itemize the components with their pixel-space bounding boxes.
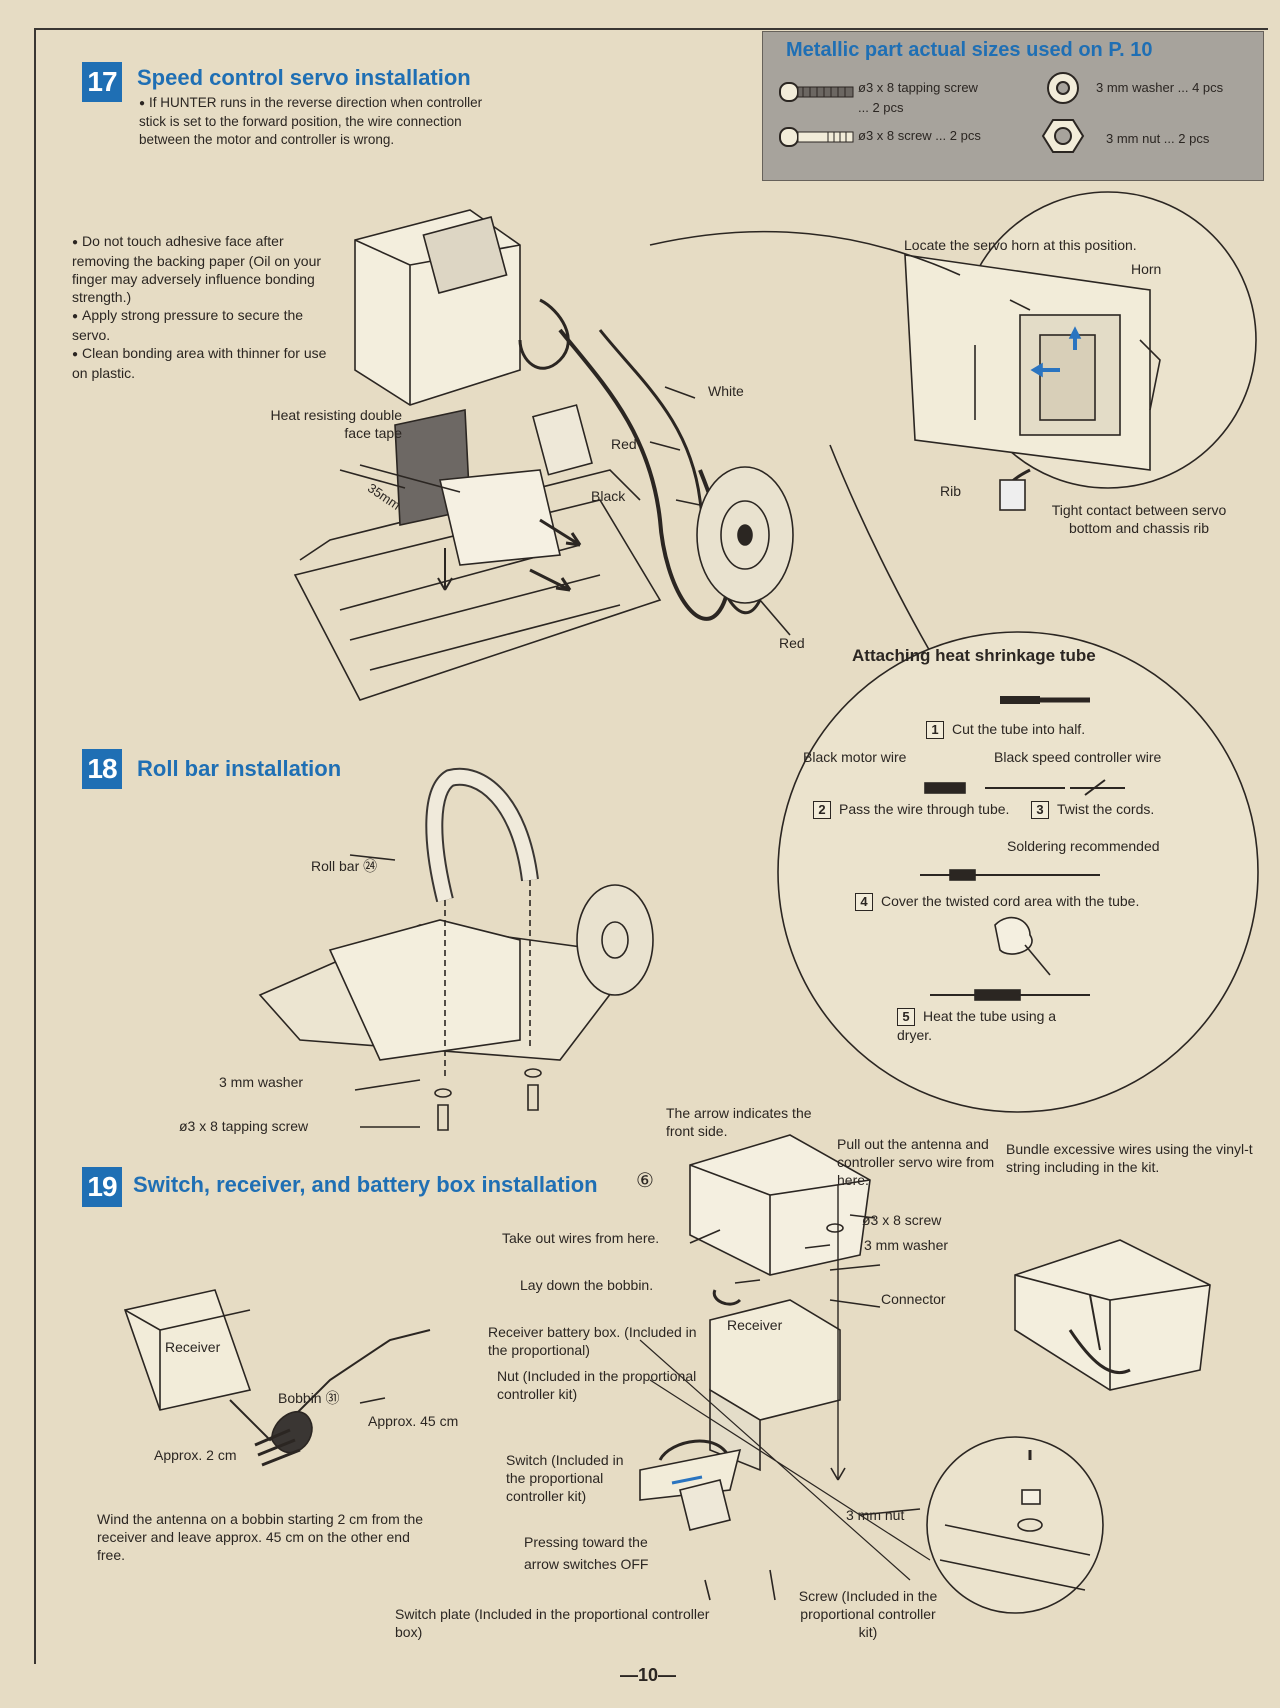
rx-battery-label: Receiver battery box. (Included in the p… [488,1324,697,1358]
shrink-step-2: 2 Pass the wire through tube. [813,800,1013,819]
metallic-parts-box: Metallic part actual sizes used on P. 10… [762,31,1264,181]
step-text: Twist the cords. [1057,801,1155,817]
bullet-text: Clean bonding area with thinner for use … [72,345,327,381]
bundle-wires-label: Bundle excessive wires using the vinyl-t… [1006,1141,1253,1175]
servo-detail-circle [904,191,1257,511]
step-number: 4 [855,893,873,911]
soldering-label: Soldering recommended [1007,838,1160,854]
battery-box-drawing [639,1134,931,1601]
rib-label: Rib [940,483,962,499]
bullet-item: Clean bonding area with thinner for use … [72,344,332,382]
note-text: If HUNTER runs in the reverse direction … [139,95,483,147]
locate-horn-label: Locate the servo horn at this position. [904,237,1137,253]
rollbar-drawing [258,767,654,1131]
bullet-text: Apply strong pressure to secure the serv… [72,307,304,343]
section-18-number: 18 [82,749,122,789]
receiver-label-2: Receiver [727,1317,783,1333]
shrink-title: Attaching heat shrinkage tube [852,646,1096,665]
section-19-title: Switch, receiver, and battery box instal… [133,1172,598,1197]
pull-out-label: Pull out the antenna and controller serv… [837,1136,995,1188]
section-18-title: Roll bar installation [137,756,342,781]
bullet-text: Do not touch adhesive face after removin… [72,233,322,305]
step-text: Heat the tube using a dryer. [897,1008,1057,1043]
nut-icon [1041,119,1085,153]
take-out-label: Take out wires from here. [502,1230,660,1246]
front-arrow-label: The arrow indicates the front side. [666,1105,812,1139]
servo-chassis-drawing [293,209,794,701]
step-number: 2 [813,801,831,819]
page-number: —10— [620,1665,677,1685]
lay-bobbin-label: Lay down the bobbin. [520,1277,654,1293]
receiver-bobbin-drawing [123,1289,431,1467]
horn-label: Horn [1131,261,1162,277]
black-speed-wire-label: Black speed controller wire [994,749,1162,765]
metal-parts-title: Metallic part actual sizes used on P. 10 [786,39,1153,61]
black-motor-wire-label: Black motor wire [803,749,907,765]
switch-label: Switch (Included in the proportional con… [506,1452,624,1504]
contact-label: Tight contact between servo bottom and c… [1051,502,1227,536]
wind-instructions: Wind the antenna on a bobbin starting 2 … [97,1511,424,1563]
shrink-detail-circle [777,631,1259,1113]
tape-label: Heat resisting double face tape [270,407,402,441]
part-label: 3 mm nut ... 2 pcs [1106,131,1210,146]
rollbar-label: Roll bar ㉔ [311,858,378,874]
screw-label: ø3 x 8 screw [862,1212,942,1228]
shrink-step-1: 1 Cut the tube into half. [926,720,1085,739]
bobbin-label: Bobbin ㉛ [278,1390,340,1406]
nut-detail-circle [926,1436,1104,1614]
nut-label: 3 mm nut [846,1507,905,1523]
step-text: Cut the tube into half. [952,721,1086,737]
step-number: 3 [1031,801,1049,819]
section-19-number: 19 [82,1167,122,1207]
bullet-item: Apply strong pressure to secure the serv… [72,306,332,344]
part-ref-label: ⑥ [636,1170,654,1192]
receiver-label: Receiver [165,1339,221,1355]
wire-black-label: Black [591,488,626,504]
wire-white-label: White [708,383,744,399]
wire-red-label-2: Red [779,635,805,651]
step-text: Pass the wire through tube. [839,801,1010,817]
part-label: ø3 x 8 screw ... 2 pcs [858,128,981,143]
screw-included-label: Screw (Included in the proportional cont… [798,1588,938,1640]
step-number: 1 [926,721,944,739]
part-label: ø3 x 8 tapping screw [858,80,978,95]
tapping-screw-label: ø3 x 8 tapping screw [179,1118,309,1134]
page-frame [34,28,1268,1664]
receiver-gap-label: Approx. 2 cm [154,1447,237,1463]
screw-icon [779,127,854,147]
section-17-title: Speed control servo installation [137,65,471,90]
step-text: Cover the twisted cord area with the tub… [881,893,1140,909]
washer-icon [1047,72,1079,104]
tapping-screw-icon [779,82,854,102]
nut-included-label: Nut (Included in the proportional contro… [497,1368,697,1402]
wire-bundle-drawing [1014,1239,1211,1391]
section-17-note: If HUNTER runs in the reverse direction … [139,94,489,149]
pressing-label: Pressing toward the arrow switches OFF [524,1534,649,1572]
shrink-step-3: 3 Twist the cords. [1031,800,1154,819]
washer-label-19: 3 mm washer [864,1237,949,1253]
antenna-length-label: Approx. 45 cm [368,1413,459,1429]
shrink-step-4: 4 Cover the twisted cord area with the tu… [855,892,1139,911]
bullet-item: Do not touch adhesive face after removin… [72,232,332,306]
part-label: 3 mm washer ... 4 pcs [1096,80,1224,95]
wire-red-label: Red [611,436,637,452]
connector-label: Connector [881,1291,946,1307]
switch-plate-label: Switch plate (Included in the proportion… [395,1606,710,1640]
washer-label: 3 mm washer [219,1074,304,1090]
section-17-number: 17 [82,62,122,102]
part-qty: ... 2 pcs [858,100,904,115]
step-number: 5 [897,1008,915,1026]
section-17-bullets: Do not touch adhesive face after removin… [72,232,332,382]
